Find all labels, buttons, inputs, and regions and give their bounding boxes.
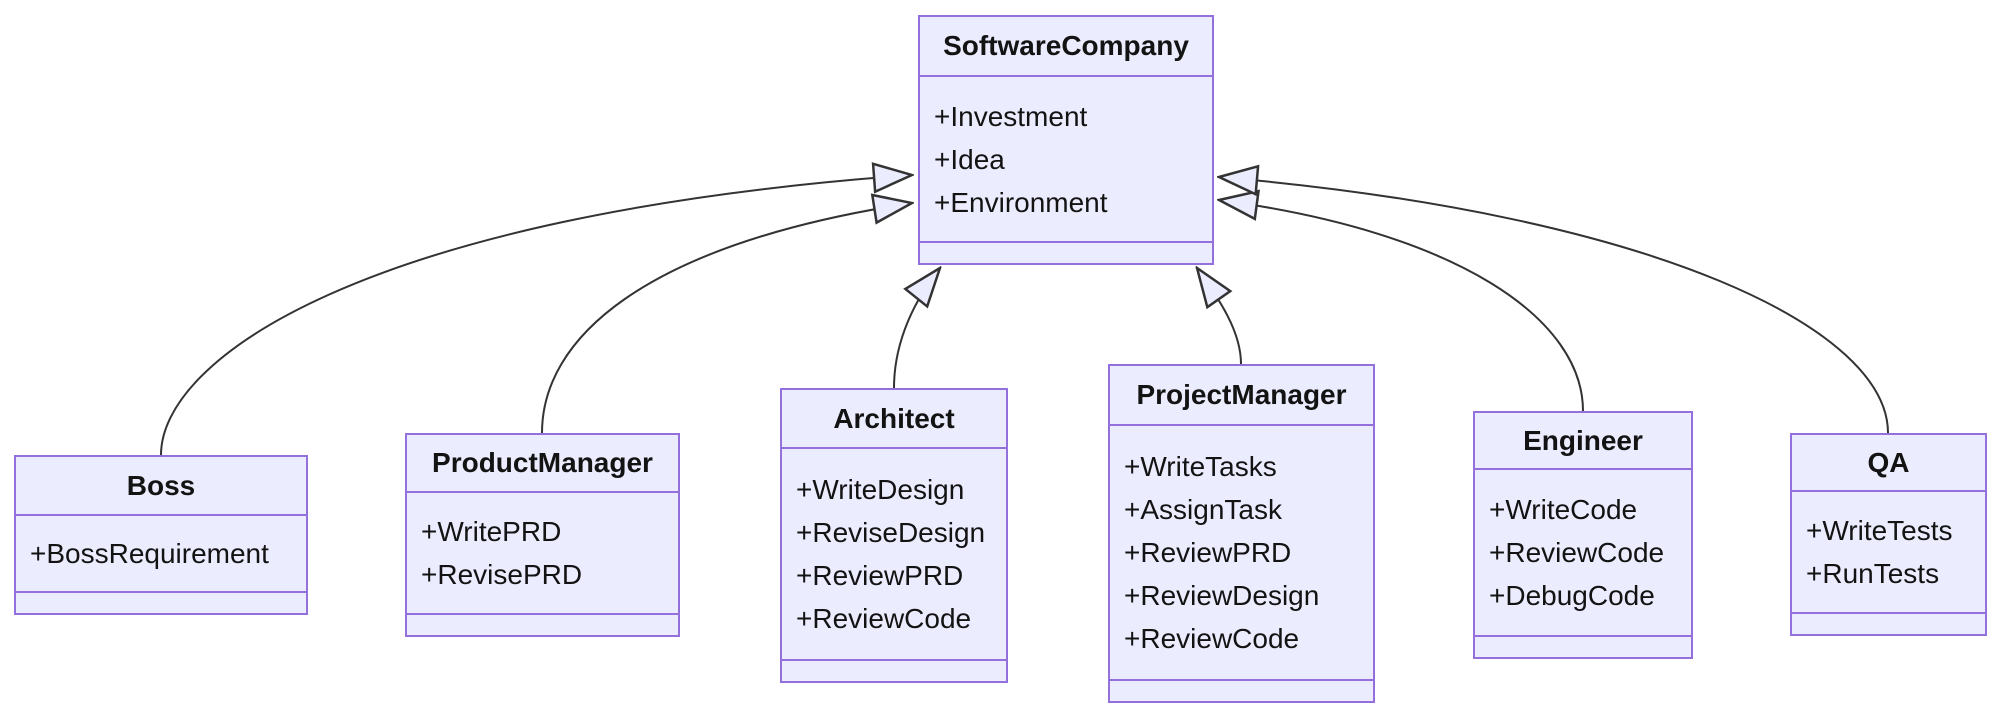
- class-member: +BossRequirement: [30, 538, 269, 569]
- class-member: +ReviewCode: [1124, 623, 1300, 654]
- class-box-architect: Architect +WriteDesign +ReviseDesign +Re…: [780, 388, 1008, 683]
- inheritance-edge-qa: [1219, 177, 1889, 434]
- class-title-boss: Boss: [16, 457, 306, 516]
- class-methods-empty: [407, 613, 678, 635]
- class-member: +ReviewDesign: [1124, 580, 1320, 611]
- class-members-boss: +BossRequirement: [16, 516, 306, 591]
- class-members-softwarecompany: +Investment +Idea +Environment: [920, 77, 1212, 241]
- class-methods-empty: [1792, 612, 1985, 634]
- class-title-projectmanager: ProjectManager: [1110, 366, 1373, 426]
- class-member: +Idea: [934, 143, 1005, 175]
- class-member: +ReviewPRD: [796, 560, 964, 591]
- inheritance-edge-productmanager: [541, 203, 912, 434]
- class-member: +WritePRD: [421, 516, 562, 547]
- class-member: +ReviewPRD: [1124, 537, 1292, 568]
- class-title-softwarecompany: SoftwareCompany: [920, 17, 1212, 77]
- class-box-qa: QA +WriteTests +RunTests: [1790, 433, 1987, 636]
- class-member: +WriteTests: [1806, 515, 1953, 546]
- class-methods-empty: [1110, 679, 1373, 701]
- class-member: +ReviewCode: [1489, 537, 1665, 568]
- class-members-architect: +WriteDesign +ReviseDesign +ReviewPRD +R…: [782, 449, 1006, 659]
- class-box-productmanager: ProductManager +WritePRD +RevisePRD: [405, 433, 680, 637]
- class-member: +Environment: [934, 186, 1108, 218]
- class-title-productmanager: ProductManager: [407, 435, 678, 493]
- class-methods-empty: [920, 241, 1212, 263]
- class-member: +Investment: [934, 100, 1088, 132]
- class-title-engineer: Engineer: [1475, 413, 1691, 470]
- class-member: +RunTests: [1806, 558, 1940, 589]
- class-members-productmanager: +WritePRD +RevisePRD: [407, 493, 678, 613]
- class-members-projectmanager: +WriteTasks +AssignTask +ReviewPRD +Revi…: [1110, 426, 1373, 679]
- inheritance-edge-architect: [893, 268, 940, 389]
- class-member: +WriteCode: [1489, 494, 1638, 525]
- inheritance-edge-boss: [160, 175, 912, 456]
- class-member: +DebugCode: [1489, 580, 1655, 611]
- class-member: +ReviseDesign: [796, 517, 986, 548]
- class-methods-empty: [16, 591, 306, 613]
- inheritance-edge-projectmanager: [1197, 268, 1242, 365]
- class-box-projectmanager: ProjectManager +WriteTasks +AssignTask +…: [1108, 364, 1375, 703]
- class-member: +AssignTask: [1124, 494, 1282, 525]
- inheritance-edge-engineer: [1219, 200, 1584, 412]
- class-title-architect: Architect: [782, 390, 1006, 449]
- class-title-qa: QA: [1792, 435, 1985, 492]
- class-member: +ReviewCode: [796, 603, 972, 634]
- class-member: +WriteDesign: [796, 474, 965, 505]
- class-members-qa: +WriteTests +RunTests: [1792, 492, 1985, 612]
- class-methods-empty: [1475, 635, 1691, 657]
- class-member: +WriteTasks: [1124, 451, 1277, 482]
- class-box-engineer: Engineer +WriteCode +ReviewCode +DebugCo…: [1473, 411, 1693, 659]
- class-members-engineer: +WriteCode +ReviewCode +DebugCode: [1475, 470, 1691, 635]
- class-member: +RevisePRD: [421, 559, 583, 590]
- class-box-softwarecompany: SoftwareCompany +Investment +Idea +Envir…: [918, 15, 1214, 265]
- class-box-boss: Boss +BossRequirement: [14, 455, 308, 615]
- class-methods-empty: [782, 659, 1006, 681]
